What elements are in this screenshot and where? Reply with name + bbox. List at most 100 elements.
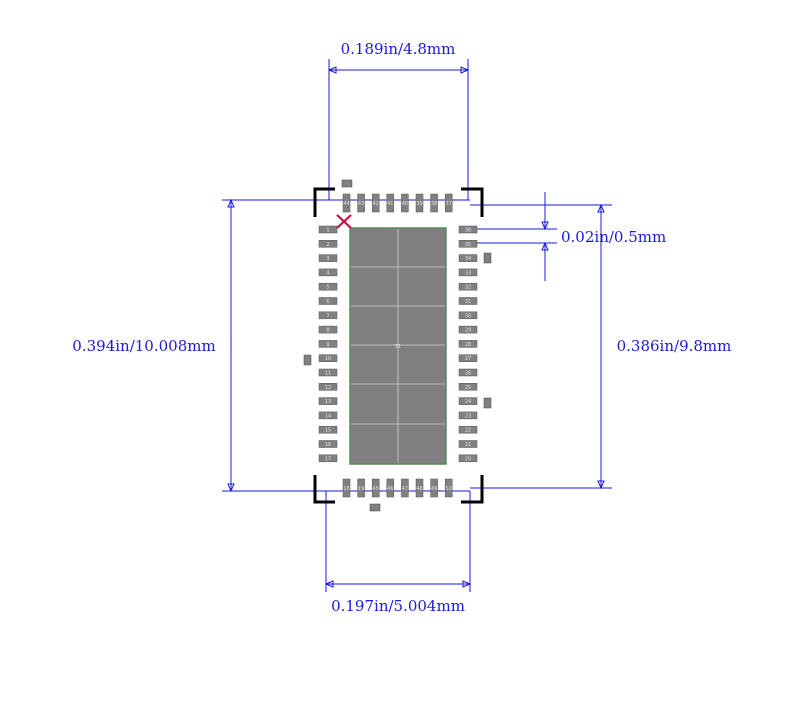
pin-top-39: 39 — [415, 193, 424, 213]
pin-left-14-pad — [318, 411, 338, 420]
pin-right-29: 29 — [458, 325, 478, 334]
pin1-marker — [336, 214, 352, 229]
pin-right-22-label: 22 — [465, 428, 471, 434]
pin-right-20-label: 20 — [465, 456, 471, 462]
pin-right-21-label: 21 — [465, 442, 471, 448]
left-height-label: 0.394in/10.008mm — [72, 337, 215, 355]
pin-top-38-label: 38 — [431, 201, 437, 207]
pin-right-31: 31 — [458, 297, 478, 305]
corner-bottom-left — [313, 475, 335, 504]
pin-right-36: 36 — [458, 225, 478, 234]
pin-left-4-label: 4 — [326, 270, 329, 276]
pin-left-12-pad — [318, 383, 338, 391]
pin-left-7-pad — [318, 311, 338, 320]
pin-bottom-50-pad — [444, 478, 453, 498]
pin-right-28-label: 28 — [465, 342, 471, 348]
pin-top-37-pad — [444, 193, 453, 213]
pin-left-9-pad — [318, 340, 338, 348]
pin-bottom-18-pad — [342, 478, 351, 498]
pin-top-40-label: 40 — [402, 201, 408, 207]
pin-left-9-label: 9 — [326, 342, 329, 348]
pin-right-25-label: 25 — [465, 385, 471, 391]
pin-right-35-pad — [458, 240, 478, 248]
pin-bottom-46: 46 — [386, 478, 395, 498]
pin-left-10-pad — [318, 354, 338, 362]
pin-right-30: 30 — [458, 311, 478, 320]
right-height-label: 0.386in/9.8mm — [617, 337, 732, 355]
pin-right-20: 20 — [458, 454, 478, 462]
thermal-pad-grid — [351, 229, 445, 463]
arrow-left-top — [227, 198, 235, 208]
pin-left-6: 6 — [318, 297, 338, 305]
aux-pad-left — [303, 354, 312, 366]
aux-pad-top — [341, 179, 353, 188]
pin-left-2-label: 2 — [326, 242, 329, 248]
pin-right-27-pad — [458, 354, 478, 362]
pin-right-31-label: 31 — [465, 299, 471, 305]
pin-left-4: 4 — [318, 268, 338, 277]
pin-top-44-label: 44 — [343, 201, 349, 207]
pin-right-31-pad — [458, 297, 478, 305]
pin-top-37-label: 37 — [446, 201, 452, 207]
pin-right-23-label: 23 — [465, 413, 471, 419]
bottom-width-label: 0.197in/5.004mm — [331, 597, 465, 615]
aux-pad-right-upper — [483, 252, 492, 264]
pin-left-5-label: 5 — [326, 285, 329, 291]
pin-top-41-pad — [386, 193, 395, 213]
pin-right-33: 33 — [458, 268, 478, 277]
pin-right-26-label: 26 — [465, 371, 471, 377]
pin-left-10-label: 10 — [325, 356, 331, 362]
pin-right-32-pad — [458, 282, 478, 291]
pin-left-17-label: 17 — [325, 456, 331, 462]
corner-top-left — [313, 187, 335, 217]
pin-top-44-pad — [342, 193, 351, 213]
pin-bottom-18-label: 18 — [343, 486, 349, 492]
arrow-pitch-upper — [541, 221, 549, 231]
pin-top-37: 37 — [444, 193, 453, 213]
corner-top-right — [461, 187, 484, 217]
arrowheads — [227, 66, 605, 588]
pin-left-8-label: 8 — [326, 328, 329, 334]
arrow-top-right — [460, 66, 470, 74]
thermal-pad: 51 — [349, 227, 447, 465]
pin-bottom-47: 47 — [401, 478, 409, 498]
pin-left-12-label: 12 — [325, 385, 331, 391]
arrow-bottom-left — [324, 580, 334, 588]
pin-left-15-label: 15 — [325, 428, 331, 434]
arrow-right-top — [597, 203, 605, 213]
pin-bottom-49: 49 — [430, 478, 438, 498]
pin-left-17-pad — [318, 454, 338, 463]
pin-right-34-pad — [458, 254, 478, 262]
pin-right-32-label: 32 — [465, 285, 471, 291]
pin-top-44: 44 — [342, 193, 351, 213]
pin-left-5-pad — [318, 282, 338, 291]
pin-left-10: 10 — [318, 354, 338, 362]
pin-right-23: 23 — [458, 411, 478, 419]
pin-left-9: 9 — [318, 340, 338, 348]
pin-right-24: 24 — [458, 397, 478, 405]
arrow-right-bottom — [597, 480, 605, 490]
pin-top-38-pad — [430, 193, 438, 213]
pin-right-30-pad — [458, 311, 478, 320]
aux-pad-bottom — [369, 503, 381, 512]
pin-right-26: 26 — [458, 368, 478, 377]
pin-top-39-label: 39 — [416, 201, 422, 207]
pin-right-25-pad — [458, 383, 478, 391]
pin-left-11-label: 11 — [325, 371, 331, 377]
pin-right-25: 25 — [458, 383, 478, 391]
pin-left-4-pad — [318, 268, 338, 277]
pin-left-6-label: 6 — [326, 299, 329, 305]
pin-left-14: 14 — [318, 411, 338, 420]
pin-right-28-pad — [458, 340, 478, 348]
thermal-pad-label: 51 — [395, 344, 401, 350]
pin-top-43-label: 43 — [358, 201, 364, 207]
pin-left-13-label: 13 — [325, 399, 331, 405]
pin-right-33-pad — [458, 268, 478, 277]
pin-bottom-18: 18 — [342, 478, 351, 498]
pin-bottom-45: 45 — [371, 478, 380, 498]
pin-bottom-45-pad — [371, 478, 380, 498]
pin-bottom-48: 48 — [415, 478, 424, 498]
pin-left-11-pad — [318, 368, 338, 377]
